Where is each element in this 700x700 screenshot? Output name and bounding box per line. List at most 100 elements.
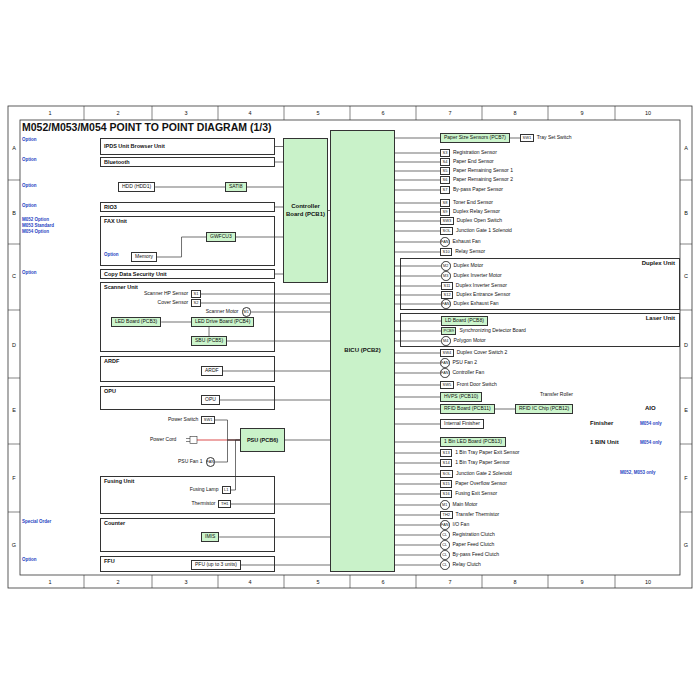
wire bbox=[275, 146, 283, 147]
part-code: S4 bbox=[440, 158, 450, 167]
grid-reference: G bbox=[12, 542, 16, 548]
part-name: Registration Sensor bbox=[453, 150, 497, 156]
node-label: SBU (PCB5) bbox=[195, 337, 223, 343]
part-name: Paper Feed Clutch bbox=[453, 542, 495, 548]
part-code: S11 bbox=[441, 282, 453, 291]
component: S3Registration Sensor bbox=[440, 149, 497, 158]
motor-fan-circle: CLRelay Clutch bbox=[440, 560, 481, 570]
part-code: S13 bbox=[440, 449, 452, 458]
part-name: Duplex Motor bbox=[454, 263, 484, 269]
part-code: M3 bbox=[441, 271, 451, 281]
part-code: FAN bbox=[440, 358, 450, 368]
wire bbox=[395, 304, 441, 305]
component: S2Cover Sensor bbox=[158, 299, 201, 308]
pcb-box: SBU (PCB5) bbox=[191, 336, 227, 346]
wire bbox=[395, 341, 441, 342]
part-name: Paper Remaining Sensor 1 bbox=[453, 168, 513, 174]
node-label: Controller Board (PCB1) bbox=[284, 203, 327, 217]
motor-fan-circle: FANController Fan bbox=[440, 368, 484, 378]
part-code: S2 bbox=[191, 299, 201, 308]
wire bbox=[161, 322, 191, 323]
pcb-box: LED Drive Board (PCB4) bbox=[191, 317, 254, 327]
inner-frame bbox=[20, 120, 680, 575]
node-label: IPDS Unit Browser Unit bbox=[101, 143, 168, 149]
wire bbox=[395, 321, 441, 322]
component: TH1Thermistor bbox=[192, 500, 231, 509]
grid-reference: 2 bbox=[116, 110, 119, 116]
wire bbox=[395, 463, 440, 464]
grid-reference: E bbox=[684, 407, 688, 413]
unit-name: Finisher bbox=[590, 420, 613, 427]
motor-fan-circle: M1Scanner Motor bbox=[206, 307, 251, 317]
part-name: Synchronizing Detector Board bbox=[459, 328, 525, 334]
grid-reference: 6 bbox=[381, 110, 384, 116]
part-name: Duplex Inverter Motor bbox=[454, 273, 502, 279]
option-note: M054 only bbox=[640, 440, 662, 445]
component: S8Toner End Sensor bbox=[440, 199, 493, 208]
board-block: BICU (PCB2) bbox=[330, 130, 395, 572]
diagram-title: M052/M053/M054 POINT TO POINT DIAGRAM (1… bbox=[22, 121, 272, 133]
motor-fan-circle: M2Duplex Motor bbox=[441, 261, 483, 271]
node-label: RIO3 bbox=[101, 204, 120, 210]
wire bbox=[395, 484, 440, 485]
part-code: S14 bbox=[440, 459, 452, 468]
unit-box: Memory bbox=[131, 252, 157, 262]
motor-fan-circle: M4Polygon Motor bbox=[441, 336, 486, 346]
wire bbox=[510, 138, 520, 139]
node-label: HDD (HDD1) bbox=[122, 183, 151, 189]
node-label: ARDF bbox=[205, 367, 219, 373]
unit-region: Scanner UnitLED Board (PCB3)LED Drive Bo… bbox=[100, 282, 275, 352]
wire bbox=[285, 440, 330, 441]
component: TH2Transfer Thermistor bbox=[440, 511, 499, 520]
pcb-box: 1 Bin LED Board (PCB13) bbox=[440, 437, 506, 447]
part-code: M1 bbox=[440, 500, 450, 510]
wire bbox=[395, 221, 440, 222]
grid-reference: 5 bbox=[316, 110, 319, 116]
component: S16Fusing Exit Sensor bbox=[440, 490, 497, 499]
wire bbox=[395, 525, 440, 526]
pcb-box: Paper Size Sensors (PCB7) bbox=[440, 133, 510, 143]
grid-reference: B bbox=[684, 210, 688, 216]
part-name: Front Door Switch bbox=[457, 382, 497, 388]
unit-region: FFUPFU (up to 3 units) bbox=[100, 556, 275, 572]
grid-reference: 10 bbox=[645, 578, 651, 584]
part-code: FAN bbox=[206, 457, 216, 467]
node-label: PFU (up to 3 units) bbox=[195, 561, 237, 567]
wire bbox=[395, 242, 440, 243]
component: S15Paper Overflow Sensor bbox=[440, 480, 507, 489]
option-note: Option bbox=[22, 157, 37, 162]
wire bbox=[395, 385, 440, 386]
wire bbox=[155, 187, 225, 188]
wire bbox=[395, 453, 440, 454]
part-code: CL bbox=[440, 560, 450, 570]
wire bbox=[395, 138, 440, 139]
node-label: GWFCU3 bbox=[210, 233, 232, 239]
wire bbox=[395, 442, 440, 443]
component: S131 Bin Tray Paper Exit Sensor bbox=[440, 449, 519, 458]
wire bbox=[395, 286, 441, 287]
node-label: Bluetooth bbox=[101, 159, 133, 165]
grid-reference: G bbox=[684, 542, 688, 548]
grid-reference: C bbox=[684, 273, 688, 279]
part-code: TH1 bbox=[218, 500, 231, 509]
wire bbox=[395, 373, 440, 374]
grid-reference: 2 bbox=[116, 578, 119, 584]
part-code: S5 bbox=[440, 167, 450, 176]
unit-box: ARDF bbox=[201, 366, 223, 376]
component: SOLJunction Gate 1 Solenoid bbox=[440, 227, 512, 236]
grid-ticks bbox=[8, 106, 692, 588]
part-name: Transfer Thermistor bbox=[456, 512, 500, 518]
wire bbox=[395, 266, 441, 267]
part-code: SW1 bbox=[520, 134, 534, 143]
grid-reference: C bbox=[12, 273, 16, 279]
component: S6Paper Remaining Sensor 2 bbox=[440, 176, 513, 185]
motor-fan-circle: FANPSU Fan 1 bbox=[178, 457, 215, 467]
grid-reference: 8 bbox=[513, 578, 516, 584]
unit-name: 1 BIN Unit bbox=[590, 439, 619, 446]
wire bbox=[395, 203, 440, 204]
component: PCB9Synchronizing Detector Board bbox=[441, 327, 526, 336]
part-code: S1 bbox=[191, 290, 201, 299]
pcb-box: RFID IC Chip (PCB12) bbox=[515, 404, 573, 414]
part-name: Scanner HP Sensor bbox=[144, 291, 188, 297]
motor-fan-circle: FANPSU Fan 2 bbox=[440, 358, 477, 368]
